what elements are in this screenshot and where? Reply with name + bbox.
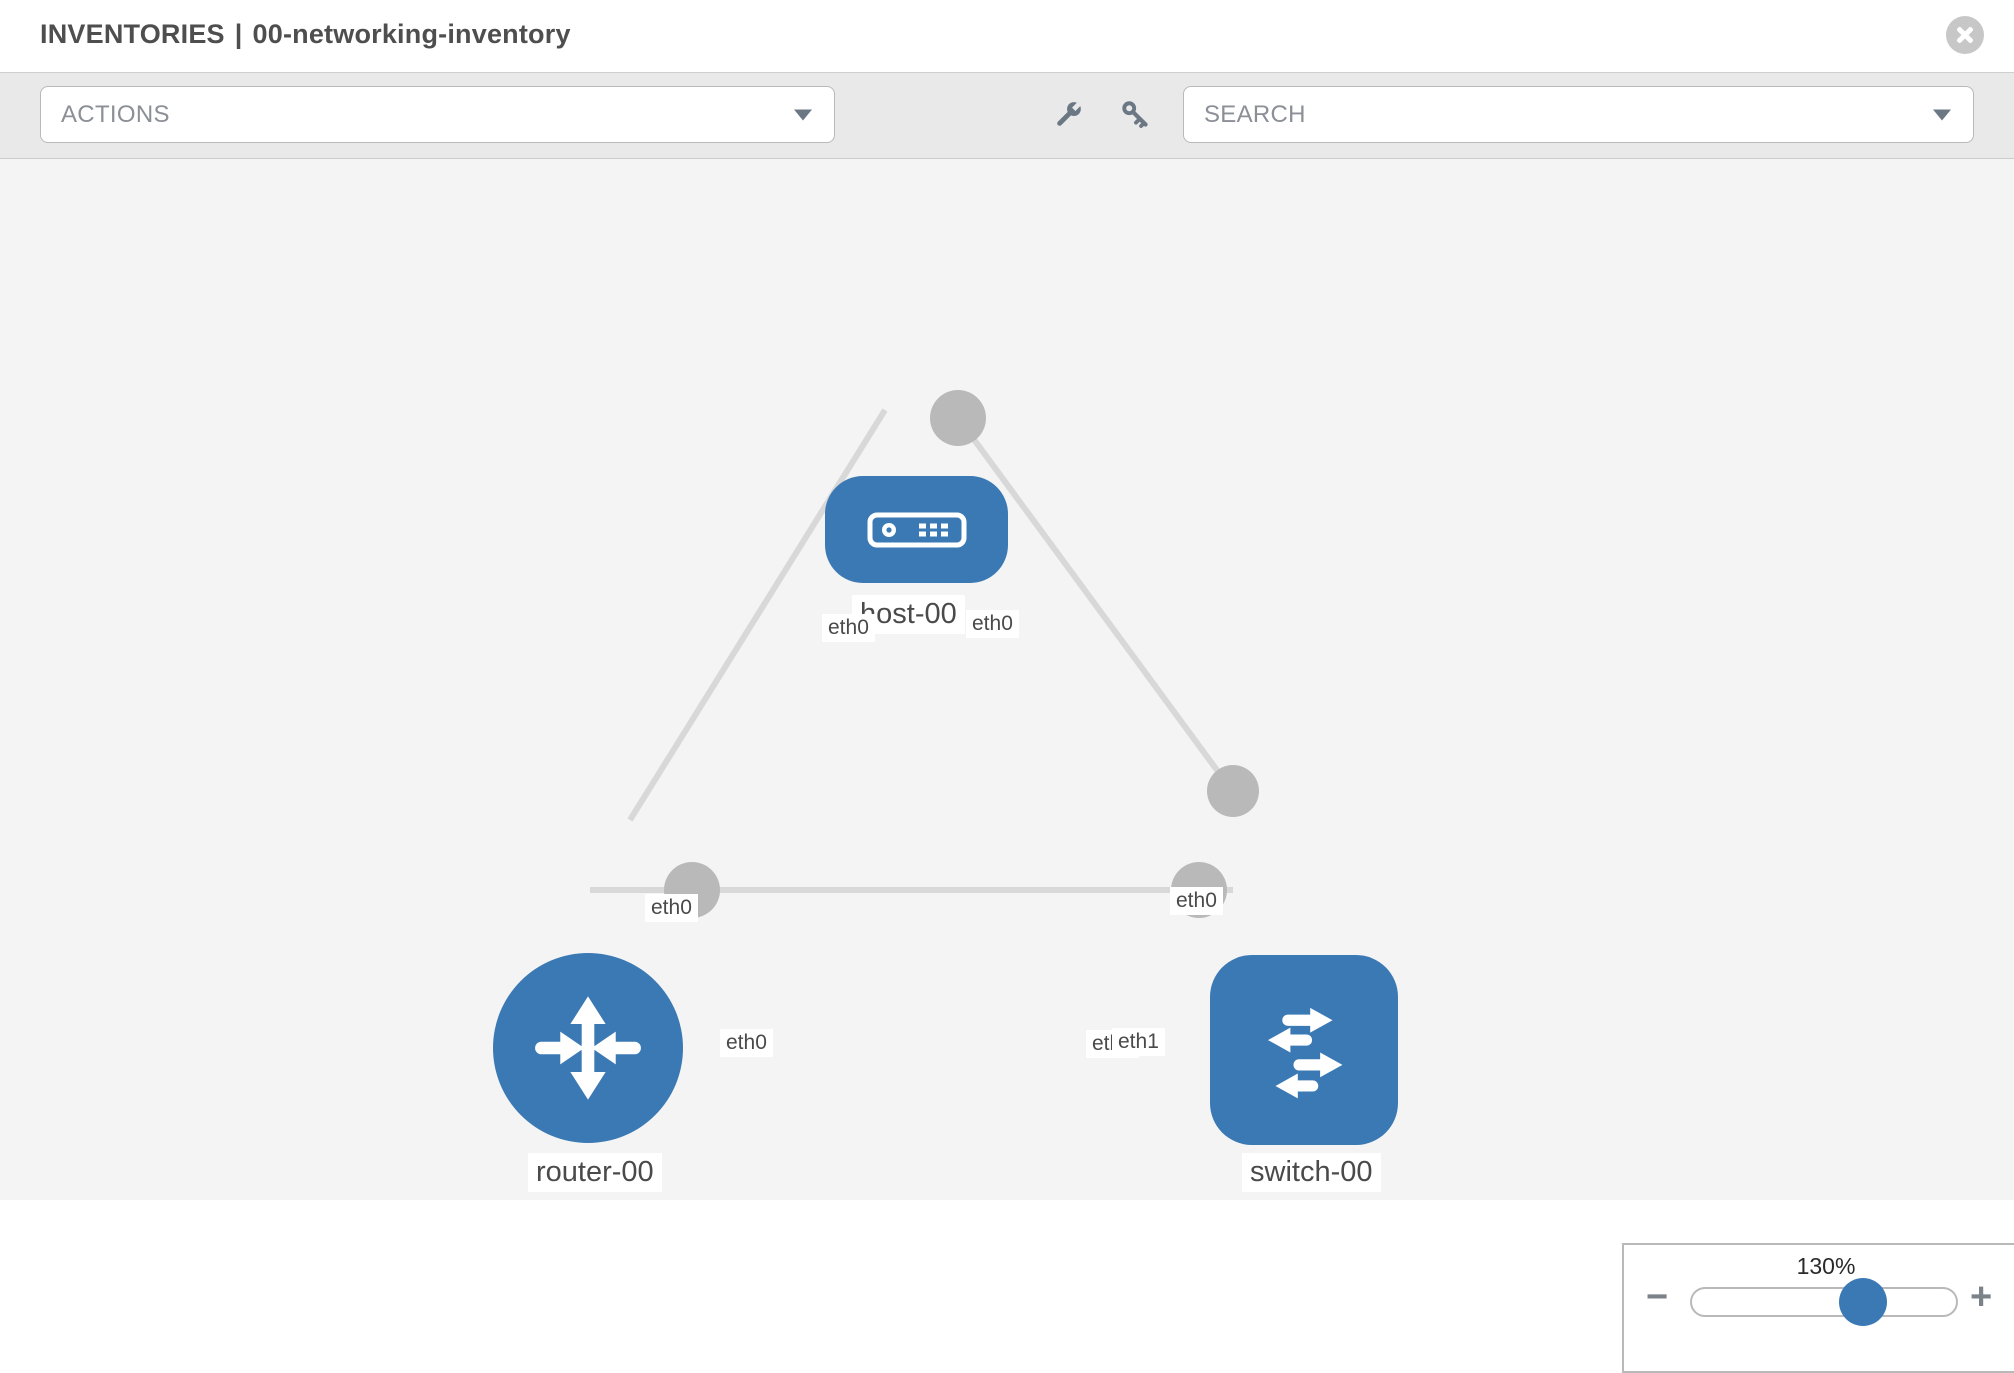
topology-canvas[interactable]: host-00 router-00 switch-00 eth0 eth0 et…: [0, 158, 2014, 1373]
header: INVENTORIES | 00-networking-inventory: [0, 0, 2014, 72]
node-label-router: router-00: [528, 1153, 662, 1192]
toolbar: ACTIONS: [0, 72, 2014, 159]
zoom-slider-thumb[interactable]: [1839, 1278, 1887, 1326]
zoom-control-panel: 130% − +: [1622, 1243, 2014, 1373]
node-label-switch: switch-00: [1242, 1153, 1381, 1192]
interface-label-host-eth0-right: eth0: [966, 610, 1019, 638]
chevron-down-icon: [794, 109, 812, 120]
node-router[interactable]: [493, 953, 683, 1143]
close-icon[interactable]: [1946, 16, 1984, 54]
link-host-router[interactable]: [627, 408, 888, 822]
host-icon: [867, 512, 966, 547]
router-icon: [535, 996, 641, 1100]
zoom-slider-track[interactable]: [1690, 1287, 1958, 1317]
page-title-inventory-name: 00-networking-inventory: [252, 19, 571, 49]
wrench-icon[interactable]: [1050, 97, 1086, 133]
key-icon[interactable]: [1118, 97, 1154, 133]
chevron-down-icon: [1933, 109, 1951, 120]
zoom-level-value: 130%: [1796, 1253, 1856, 1279]
actions-dropdown[interactable]: ACTIONS: [40, 86, 835, 143]
zoom-out-button[interactable]: −: [1646, 1276, 1669, 1318]
page-title-separator: |: [234, 19, 243, 49]
interface-label-switch-eth0-top: eth0: [1170, 887, 1223, 915]
search-input[interactable]: [1184, 87, 1973, 142]
link-host-switch[interactable]: [942, 398, 1236, 794]
switch-icon: [1268, 1007, 1343, 1099]
interface-dot-switch-top[interactable]: [1207, 765, 1259, 817]
topology-links-layer: [590, 390, 1259, 918]
interface-label-router-eth0-right: eth0: [720, 1029, 773, 1057]
actions-dropdown-label: ACTIONS: [61, 100, 170, 128]
page-title-section: INVENTORIES: [40, 19, 225, 49]
interface-label-router-eth0-top: eth0: [645, 894, 698, 922]
node-switch[interactable]: [1210, 955, 1398, 1145]
node-host[interactable]: [825, 476, 1008, 583]
page-title: INVENTORIES | 00-networking-inventory: [40, 19, 571, 50]
interface-label-host-eth0-left: eth0: [822, 614, 875, 642]
search-dropdown: [1183, 86, 1974, 143]
zoom-in-button[interactable]: +: [1970, 1276, 1993, 1318]
interface-dot-host[interactable]: [930, 390, 986, 446]
interface-label-switch-eth1: eth1: [1112, 1028, 1165, 1056]
